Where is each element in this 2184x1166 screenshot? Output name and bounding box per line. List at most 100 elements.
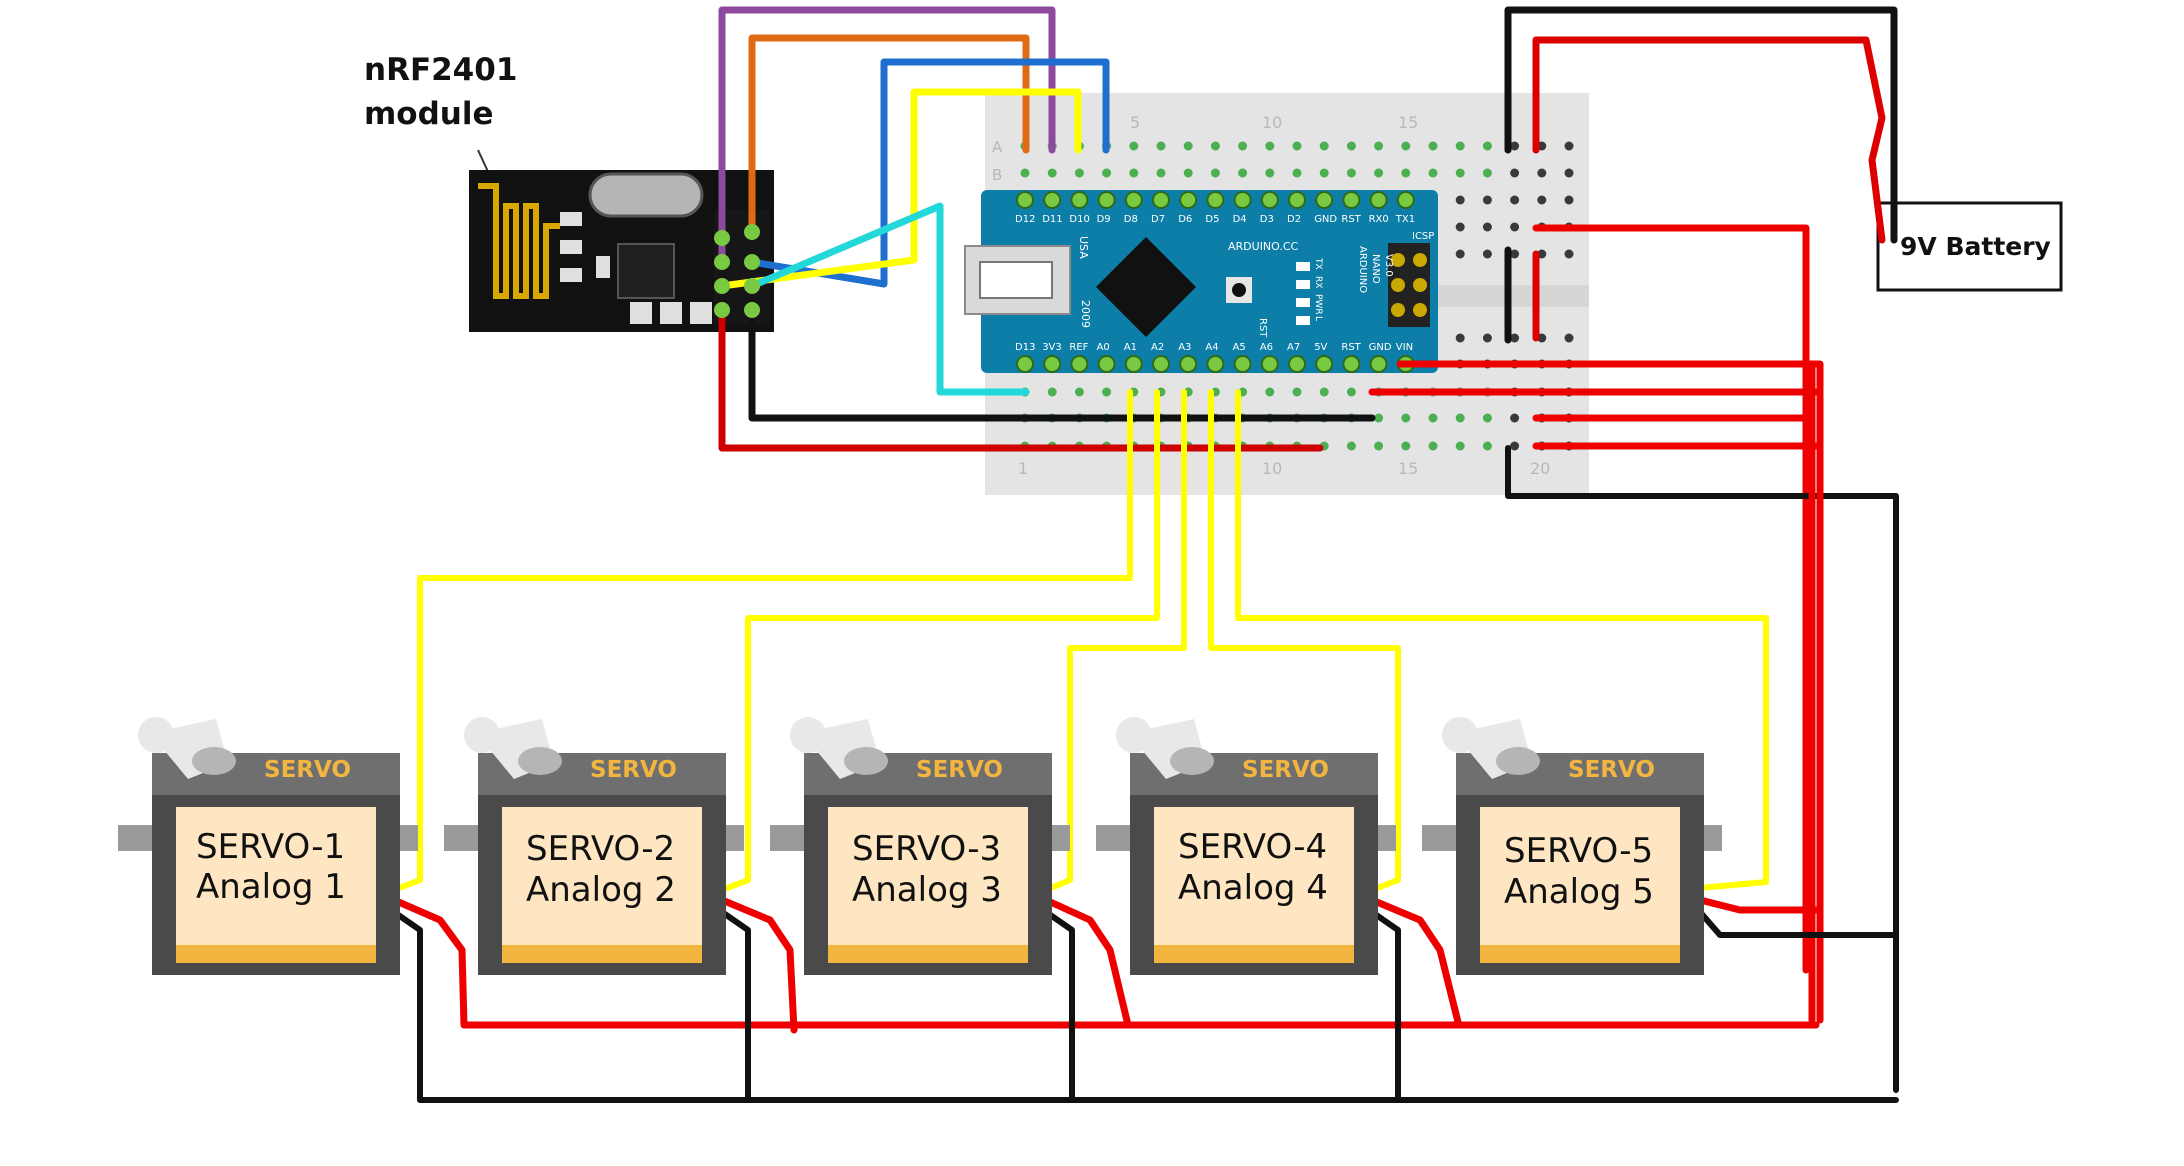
breadboard-hole [1537,249,1547,259]
battery-box [1876,201,2063,292]
arduino-pin-bottom [1016,355,1034,373]
row-label-a: A [992,138,1003,156]
nrf-pin [714,254,730,270]
arduino-pin-label-top: RX0 [1369,214,1389,225]
column-number-20: 20 [1530,459,1550,478]
breadboard-hole [1510,195,1520,205]
servo-horn-tip [1442,717,1478,753]
breadboard-hole [1482,441,1492,451]
arduino-pin-bottom [1233,355,1252,373]
arduino-pin-label-bottom: A7 [1287,342,1300,353]
nrf-header-pins [714,224,760,318]
smd-component [560,240,582,254]
breadboard-hole [1428,141,1438,151]
wire-blue [748,58,1110,288]
column-number-15-bottom: 15 [1398,459,1418,478]
wire-signal-servo-3 [1043,389,1187,893]
breadboard-hole [1401,441,1411,451]
servo-pin: Analog 3 [852,870,1002,910]
breadboard-hole [1564,249,1574,259]
breadboard-hole [1401,168,1411,178]
breadboard-hole [1265,141,1275,151]
arduino-pin-label-bottom: A6 [1260,342,1273,353]
arduino-pin-label-top: RST [1341,214,1361,225]
breadboard-hole [1510,413,1520,423]
arduino-pin-label-top: D10 [1069,214,1089,225]
arduino-pin-label-bottom: A3 [1178,342,1191,353]
nrf-pin [714,230,730,246]
smd-component [630,302,652,324]
breadboard-hole [1129,168,1139,178]
breadboard-hole [1455,168,1465,178]
breadboard-hole [1265,387,1275,397]
arduino-pin-label-top: D8 [1124,214,1138,225]
wire-power-servo-4 [1368,896,1462,1026]
wire-battery-positive [1532,36,1886,244]
servo-title: SERVO-4 [1178,827,1327,867]
breadboard-hole [1374,141,1384,151]
nrf-pin [744,254,760,270]
breadboard-hole [1374,413,1384,423]
servo-label-plate [502,807,702,963]
arduino-pin-label-top: TX1 [1395,214,1415,225]
arduino-pin-top [1043,191,1062,209]
wire-ground-servo-2 [719,909,751,1103]
smd-component [660,302,682,324]
servo-3: SERVO SERVO-3 Analog 3 [770,717,1070,975]
servo-label-strip [1154,945,1354,963]
breadboard-hole [1482,413,1492,423]
smd-component [690,302,712,324]
arduino-pin-label-top: D4 [1233,214,1247,225]
arduino-pin-label-bottom: A1 [1124,342,1137,353]
servo-4: SERVO SERVO-4 Analog 4 [1096,717,1396,975]
arduino-pin-top [1124,191,1143,209]
nrf-pin [714,302,730,318]
reset-button-cap[interactable] [1232,283,1246,297]
nrf-pin [744,278,760,294]
breadboard-hole [1455,141,1465,151]
wire-signal-servo-4 [1208,389,1401,893]
wire-ground-servo-5 [1697,909,1899,938]
arduino-pin-bottom [1369,355,1388,373]
servo-title: SERVO-1 [196,827,345,867]
icsp-pin [1413,303,1427,317]
arduino-pin-top [1288,191,1306,209]
year-label: 2009 [1079,300,1092,328]
breadboard-hole [1455,413,1465,423]
arduino-pin-top [1097,191,1116,209]
wire-yellow-spi [718,88,1082,290]
icsp-pin [1391,253,1405,267]
breadboard-hole [1401,413,1411,423]
breadboard-hole [1537,195,1547,205]
servo-label-plate [1480,807,1680,963]
servo-shaft [192,747,236,775]
arduino-pin-label-bottom: RST [1341,342,1361,353]
servo-2: SERVO SERVO-2 Analog 2 [444,717,744,975]
breadboard-hole [1210,141,1220,151]
wire-power-servo-5 [1696,896,1820,914]
arduino-pin-label-bottom: D13 [1015,342,1035,353]
wire-power-servo-3 [1042,896,1132,1029]
led-label-pwr: PWR [1313,294,1323,315]
servo-pin: Analog 4 [1178,868,1328,908]
servo-label-plate [176,807,376,963]
breadboard-hole [1510,222,1520,232]
breadboard-hole [1401,141,1411,151]
arduino-pin-top [1179,191,1198,209]
breadboard-hole [1510,333,1520,343]
arduino-pin-bottom [1043,355,1062,373]
servo-1: SERVO SERVO-1 Analog 1 [118,717,418,975]
arduino-pin-bottom [1206,355,1225,373]
servo-title: SERVO-3 [852,829,1001,869]
nrf-pin [744,302,760,318]
breadboard-hole [1265,168,1275,178]
breadboard-hole [1510,141,1520,151]
wire-ground-trunk [1505,445,1899,1093]
battery: 9V Battery [1876,201,2063,292]
wire-ground-servo-1 [391,909,1899,1103]
breadboard-hole [1319,168,1329,178]
wires [390,6,1899,1103]
arduino-pin-label-top: D7 [1151,214,1165,225]
pcb-antenna [478,183,560,299]
